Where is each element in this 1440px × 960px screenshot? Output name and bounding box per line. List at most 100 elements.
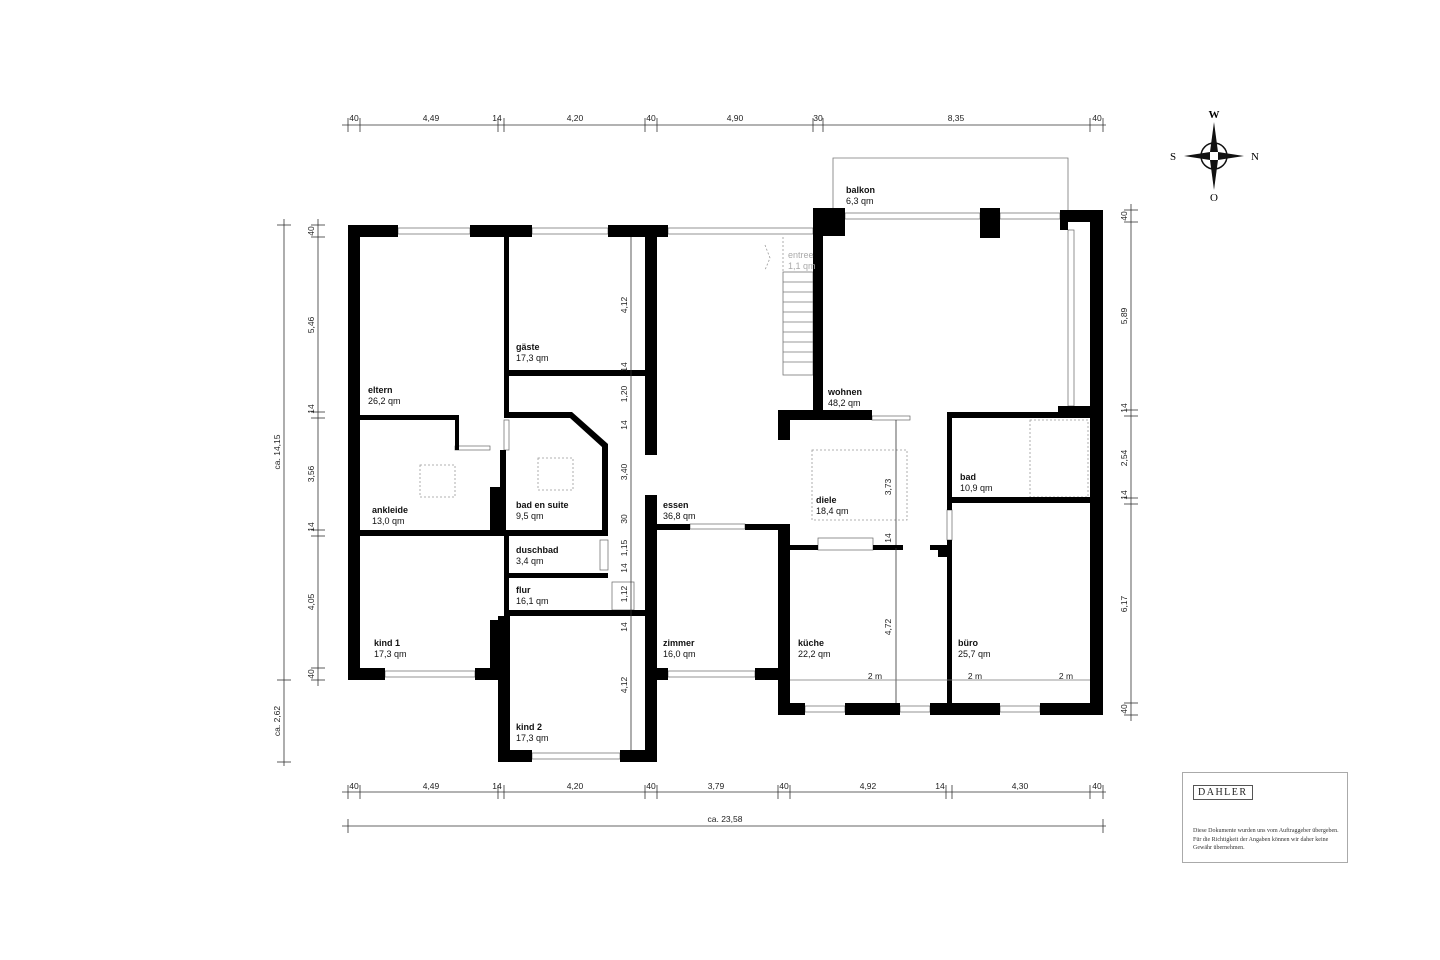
- dim-inner-7: 14: [619, 563, 629, 573]
- top-dimension-line: 40 4,49 14 4,20 40 4,90 30 8,35 40: [342, 113, 1106, 132]
- room-name-kueche: küche: [798, 638, 824, 648]
- dim-left-3: 3,56: [306, 465, 316, 482]
- dim-inner-4: 3,40: [619, 463, 629, 480]
- dim-inner-10: 4,12: [619, 676, 629, 693]
- room-area-eltern: 26,2 qm: [368, 396, 401, 406]
- dim-inner-0: 4,12: [619, 296, 629, 313]
- compass-east: O: [1210, 192, 1218, 204]
- left-dimension-line: 40 5,46 14 3,56 14 4,05 40 ca. 14,15 ca.…: [272, 219, 325, 766]
- room-area-essen: 36,8 qm: [663, 511, 696, 521]
- dim-right-0: 40: [1119, 211, 1129, 221]
- room-name-bad: bad: [960, 472, 976, 482]
- room-area-wohnen: 48,2 qm: [828, 398, 861, 408]
- dim-bottom-0: 40: [349, 781, 359, 791]
- room-name-entree: entree: [788, 250, 814, 260]
- right-dimension-line: 40 5,89 14 2,54 14 6,17 40: [1119, 204, 1138, 721]
- room-area-entree: 1,1 qm: [788, 261, 816, 271]
- room-area-flur: 16,1 qm: [516, 596, 549, 606]
- room-area-balkon: 6,3 qm: [846, 196, 874, 206]
- dim-top-7: 8,35: [948, 113, 965, 123]
- dim-right-1: 5,89: [1119, 307, 1129, 324]
- disclaimer-text: Diese Dokumente wurden uns vom Auftragge…: [1193, 828, 1339, 851]
- dim-window-0: 2 m: [868, 671, 882, 681]
- room-name-kind1: kind 1: [374, 638, 400, 648]
- dim-window-2: 2 m: [1059, 671, 1073, 681]
- dim-bottom-6: 40: [779, 781, 789, 791]
- room-name-bad-en-suite: bad en suite: [516, 500, 569, 510]
- room-name-flur: flur: [516, 585, 531, 595]
- dim-bottom-9: 4,30: [1012, 781, 1029, 791]
- room-area-bad: 10,9 qm: [960, 483, 993, 493]
- dim-left-total: ca. 14,15: [272, 434, 282, 469]
- dim-inner-3: 14: [619, 420, 629, 430]
- brand-logo: DAHLER: [1193, 785, 1253, 800]
- dim-right-6: 40: [1119, 704, 1129, 714]
- compass-north: N: [1251, 151, 1259, 163]
- dim-top-1: 4,49: [423, 113, 440, 123]
- dim-bottom-1: 4,49: [423, 781, 440, 791]
- room-name-eltern: eltern: [368, 385, 393, 395]
- dim-left-2: 14: [306, 404, 316, 414]
- dim-top-0: 40: [349, 113, 359, 123]
- dim-right-2: 14: [1119, 403, 1129, 413]
- room-name-balkon: balkon: [846, 185, 875, 195]
- room-name-duschbad: duschbad: [516, 545, 559, 555]
- dim-inner-8: 1,12: [619, 585, 629, 602]
- dim-diele-height: 3,73: [883, 478, 893, 495]
- dim-left-6: 40: [306, 669, 316, 679]
- room-name-essen: essen: [663, 500, 689, 510]
- dim-window-1: 2 m: [968, 671, 982, 681]
- bottom-dimension-line: 40 4,49 14 4,20 40 3,79 40 4,92 14 4,30 …: [342, 781, 1106, 833]
- dim-bottom-3: 4,20: [567, 781, 584, 791]
- compass-west: W: [1209, 109, 1220, 121]
- dim-top-5: 4,90: [727, 113, 744, 123]
- room-name-gaeste: gäste: [516, 342, 540, 352]
- room-name-kind2: kind 2: [516, 722, 542, 732]
- dim-bottom-8: 14: [935, 781, 945, 791]
- room-name-buero: büro: [958, 638, 978, 648]
- inner-dimension-line: 4,12 14 1,20 14 3,40 30 1,15 14 1,12 14 …: [619, 237, 1090, 750]
- room-area-buero: 25,7 qm: [958, 649, 991, 659]
- room-area-duschbad: 3,4 qm: [516, 556, 544, 566]
- dim-inner-1: 14: [619, 362, 629, 372]
- compass-icon: W O S N: [1170, 109, 1259, 204]
- room-labels: eltern 26,2 qm gäste 17,3 qm ankleide 13…: [368, 185, 993, 743]
- dim-inner-5: 30: [619, 514, 629, 524]
- room-name-zimmer: zimmer: [663, 638, 695, 648]
- dim-bottom-4: 40: [646, 781, 656, 791]
- dim-left-0: 40: [306, 226, 316, 236]
- dim-bottom-7: 4,92: [860, 781, 877, 791]
- dim-top-8: 40: [1092, 113, 1102, 123]
- room-name-diele: diele: [816, 495, 837, 505]
- dim-inner-6: 1,15: [619, 539, 629, 556]
- dim-top-6: 30: [813, 113, 823, 123]
- dim-bottom-5: 3,79: [708, 781, 725, 791]
- dim-left-1: 5,46: [306, 316, 316, 333]
- room-area-bad-en-suite: 9,5 qm: [516, 511, 544, 521]
- dim-left-5: 4,05: [306, 593, 316, 610]
- walls: [348, 208, 1103, 762]
- room-name-wohnen: wohnen: [827, 387, 862, 397]
- room-area-kueche: 22,2 qm: [798, 649, 831, 659]
- dim-left-extra: ca. 2,62: [272, 706, 282, 737]
- dim-right-3: 2,54: [1119, 449, 1129, 466]
- room-area-ankleide: 13,0 qm: [372, 516, 405, 526]
- dim-bottom-10: 40: [1092, 781, 1102, 791]
- room-name-ankleide: ankleide: [372, 505, 408, 515]
- compass-south: S: [1170, 151, 1176, 163]
- dim-top-3: 4,20: [567, 113, 584, 123]
- dim-top-4: 40: [646, 113, 656, 123]
- dim-left-4: 14: [306, 522, 316, 532]
- room-area-zimmer: 16,0 qm: [663, 649, 696, 659]
- dim-inner-2: 1,20: [619, 385, 629, 402]
- dim-total-width: ca. 23,58: [708, 814, 743, 824]
- room-area-gaeste: 17,3 qm: [516, 353, 549, 363]
- staircase: [764, 237, 814, 376]
- dim-inner-9: 14: [619, 622, 629, 632]
- disclaimer-box: DAHLER Diese Dokumente wurden uns vom Au…: [1182, 772, 1348, 863]
- dim-kueche-height: 4,72: [883, 618, 893, 635]
- room-area-kind2: 17,3 qm: [516, 733, 549, 743]
- dim-kueche-14: 14: [883, 533, 893, 543]
- dim-right-4: 14: [1119, 490, 1129, 500]
